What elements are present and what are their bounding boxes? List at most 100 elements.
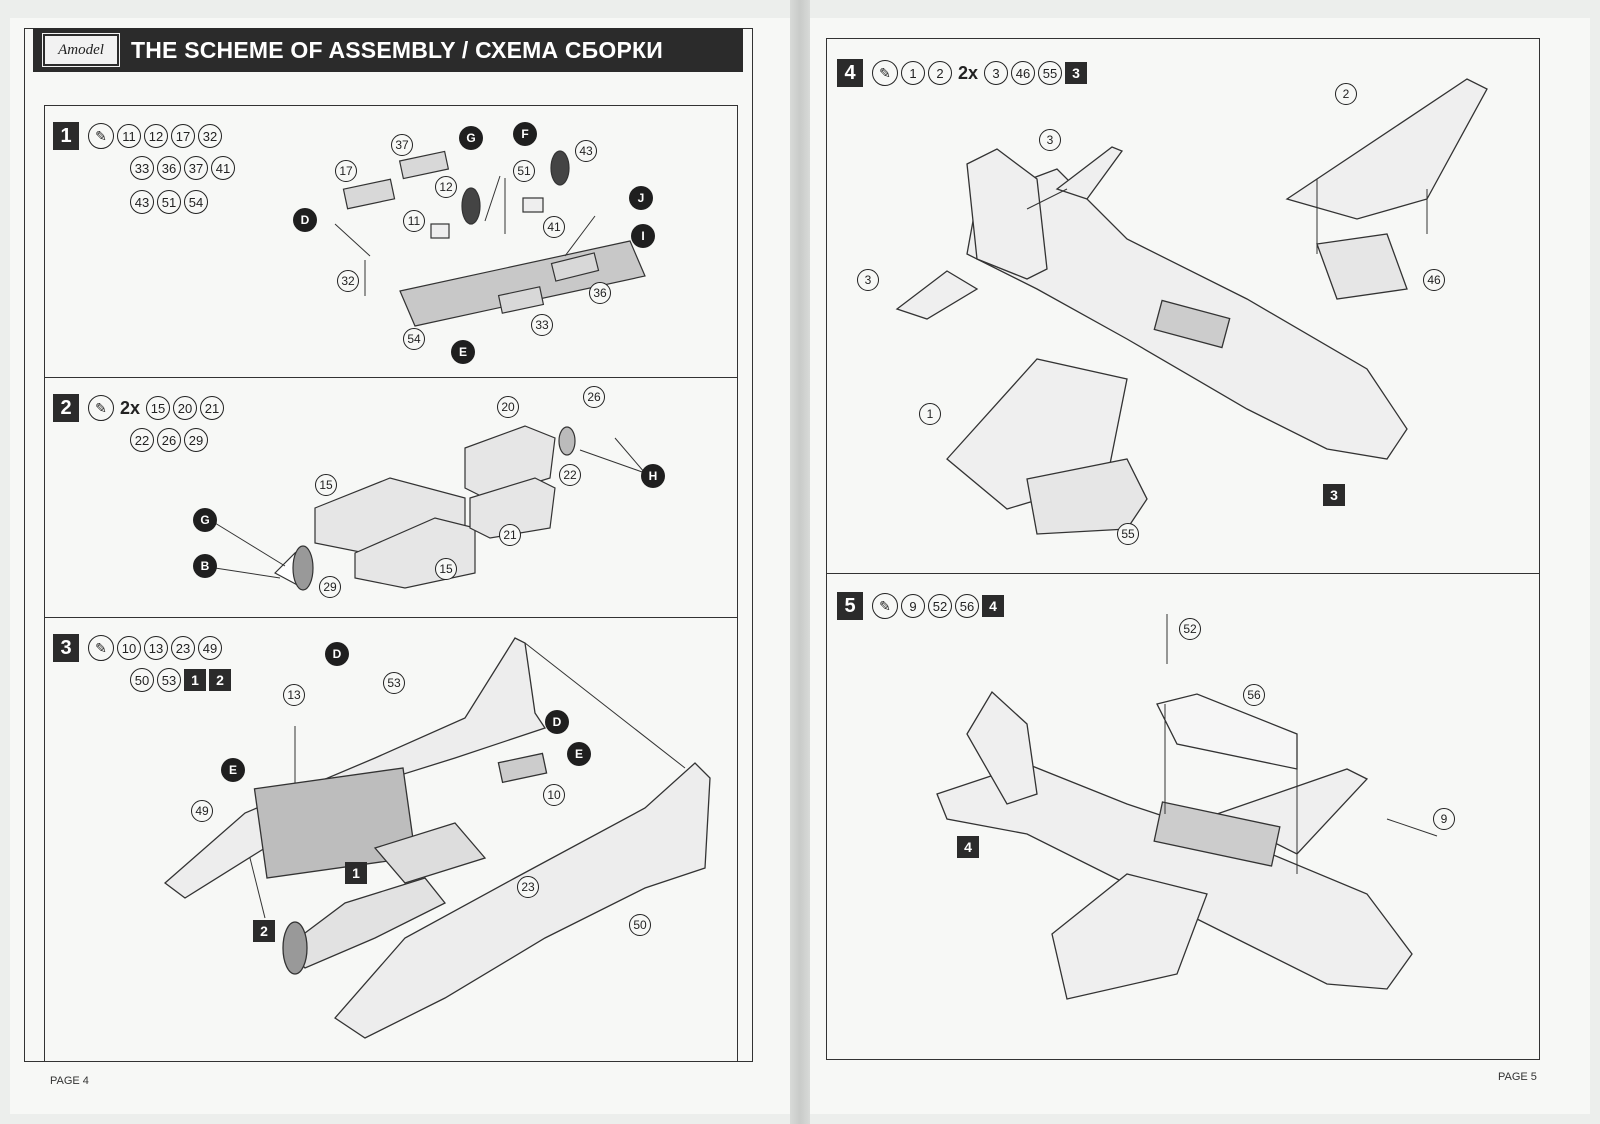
assembly-ref-label: 1 bbox=[345, 862, 367, 884]
paint-code: B bbox=[193, 554, 217, 578]
part-number: 12 bbox=[144, 124, 168, 148]
callout: 17 bbox=[335, 160, 357, 182]
callout: 10 bbox=[543, 784, 565, 806]
step-1-diagram bbox=[334, 150, 646, 327]
callout: 15 bbox=[315, 474, 337, 496]
step-5-parts-row: 5 ✎ 9 52 56 4 bbox=[837, 592, 1004, 620]
part-number: 23 bbox=[171, 636, 195, 660]
step-5-number: 5 bbox=[837, 592, 863, 620]
step-4-parts-row: 4 ✎ 1 2 2x 3 46 55 3 bbox=[837, 59, 1088, 87]
step-4-panel: 4 ✎ 1 2 2x 3 46 55 3 2 3 3 46 1 55 3 bbox=[826, 38, 1540, 575]
paint-code: D bbox=[545, 710, 569, 734]
part-number: 10 bbox=[117, 636, 141, 660]
paint-code: J bbox=[629, 186, 653, 210]
part-number: 33 bbox=[130, 156, 154, 180]
part-number: 41 bbox=[211, 156, 235, 180]
step-3-panel: 3 ✎ 10 13 23 49 50 53 1 2 13 53 49 10 23… bbox=[44, 617, 738, 1062]
part-number: 15 bbox=[146, 396, 171, 420]
part-number: 29 bbox=[184, 428, 208, 452]
callout: 36 bbox=[589, 282, 611, 304]
assembly-ref-label: 4 bbox=[957, 836, 979, 858]
paint-code: E bbox=[221, 758, 245, 782]
callout: 32 bbox=[337, 270, 359, 292]
paint-code: E bbox=[567, 742, 591, 766]
callout: 51 bbox=[513, 160, 535, 182]
part-number: 22 bbox=[130, 428, 154, 452]
part-number: 17 bbox=[171, 124, 195, 148]
callout: 22 bbox=[559, 464, 581, 486]
callout: 13 bbox=[283, 684, 305, 706]
part-number: 2 bbox=[928, 61, 952, 85]
paint-code: E bbox=[451, 340, 475, 364]
part-number: 9 bbox=[901, 594, 925, 618]
paint-code: I bbox=[631, 224, 655, 248]
step-1-parts-row-1: 1 ✎ 11 12 17 32 bbox=[53, 122, 222, 150]
callout: 2 bbox=[1335, 83, 1357, 105]
glue-icon: ✎ bbox=[88, 395, 114, 421]
callout: 53 bbox=[383, 672, 405, 694]
page-title: THE SCHEME OF ASSEMBLY / СХЕМА СБОРКИ bbox=[131, 36, 664, 63]
part-number: 32 bbox=[198, 124, 222, 148]
part-number: 54 bbox=[184, 190, 208, 214]
callout: 49 bbox=[191, 800, 213, 822]
step-4-number: 4 bbox=[837, 59, 863, 87]
callout: 20 bbox=[497, 396, 519, 418]
callout: 52 bbox=[1179, 618, 1201, 640]
step-3-diagram bbox=[163, 637, 711, 1039]
step-2-number: 2 bbox=[53, 394, 79, 422]
callout: 9 bbox=[1433, 808, 1455, 830]
step-1-parts-row-2: 33 36 37 41 bbox=[130, 156, 235, 180]
sub-assembly-ref: 4 bbox=[982, 595, 1004, 617]
step-5-panel: 5 ✎ 9 52 56 4 52 56 9 4 bbox=[826, 573, 1540, 1060]
multiplier: 2x bbox=[120, 397, 141, 418]
part-number: 3 bbox=[984, 61, 1009, 85]
callout: 11 bbox=[403, 210, 425, 232]
callout: 3 bbox=[857, 269, 879, 291]
part-number: 43 bbox=[130, 190, 154, 214]
callout: 3 bbox=[1039, 129, 1061, 151]
part-number: 56 bbox=[955, 594, 979, 618]
part-number: 50 bbox=[130, 668, 154, 692]
multiplier: 2x bbox=[958, 62, 979, 83]
part-number: 46 bbox=[1011, 61, 1036, 85]
callout: 37 bbox=[391, 134, 413, 156]
callout: 1 bbox=[919, 403, 941, 425]
callout: 26 bbox=[583, 386, 605, 408]
part-number: 36 bbox=[157, 156, 181, 180]
glue-icon: ✎ bbox=[88, 635, 114, 661]
assembly-ref-label: 2 bbox=[253, 920, 275, 942]
callout: 12 bbox=[435, 176, 457, 198]
step-1-parts-row-3: 43 51 54 bbox=[130, 190, 208, 214]
callout: 41 bbox=[543, 216, 565, 238]
paint-code: H bbox=[641, 464, 665, 488]
part-number: 21 bbox=[200, 396, 225, 420]
paint-code: D bbox=[293, 208, 317, 232]
paint-code: D bbox=[325, 642, 349, 666]
step-5-diagram bbox=[936, 614, 1438, 1000]
callout: 23 bbox=[517, 876, 539, 898]
binding-gutter bbox=[790, 0, 810, 1124]
part-number: 13 bbox=[144, 636, 168, 660]
callout: 43 bbox=[575, 140, 597, 162]
glue-icon: ✎ bbox=[872, 60, 898, 86]
part-number: 1 bbox=[901, 61, 925, 85]
glue-icon: ✎ bbox=[88, 123, 114, 149]
part-number: 11 bbox=[117, 124, 141, 148]
callout: 33 bbox=[531, 314, 553, 336]
step-1-number: 1 bbox=[53, 122, 79, 150]
amodel-logo: Amodel bbox=[42, 33, 120, 67]
callout: 54 bbox=[403, 328, 425, 350]
callout: 15 bbox=[435, 558, 457, 580]
callout: 56 bbox=[1243, 684, 1265, 706]
sub-assembly-ref: 1 bbox=[184, 669, 206, 691]
paint-code: G bbox=[459, 126, 483, 150]
step-4-diagram bbox=[895, 78, 1488, 535]
callout: 21 bbox=[499, 524, 521, 546]
callout: 29 bbox=[319, 576, 341, 598]
glue-icon: ✎ bbox=[872, 593, 898, 619]
callout: 55 bbox=[1117, 523, 1139, 545]
callout: 50 bbox=[629, 914, 651, 936]
part-number: 20 bbox=[173, 396, 198, 420]
header-bar: Amodel THE SCHEME OF ASSEMBLY / СХЕМА СБ… bbox=[33, 28, 743, 72]
page-number-left: PAGE 4 bbox=[50, 1075, 89, 1087]
